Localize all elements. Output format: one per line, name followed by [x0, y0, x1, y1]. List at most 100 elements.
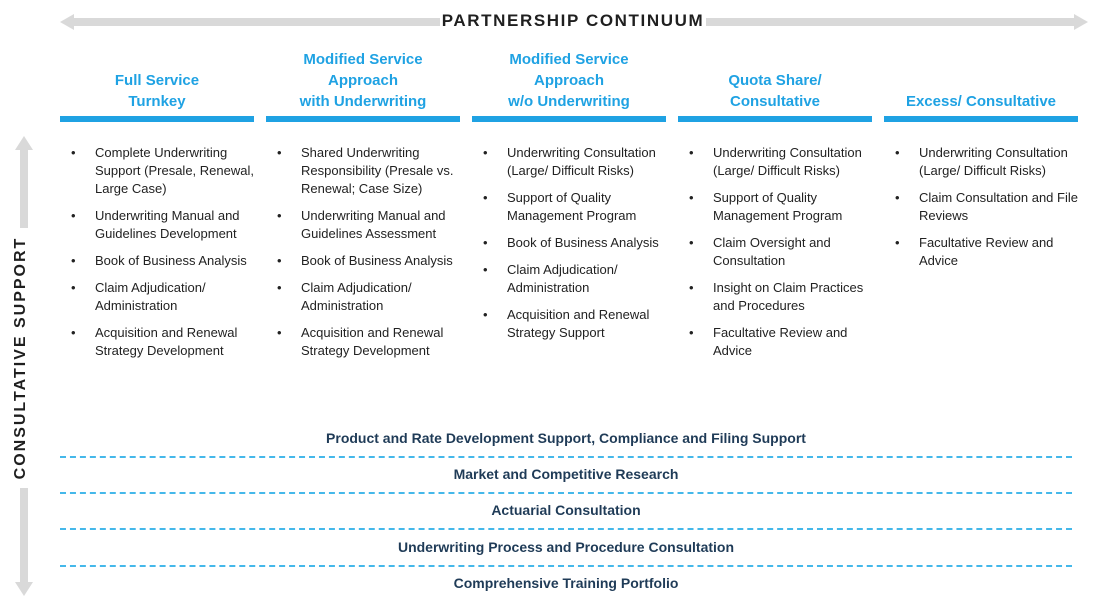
heading-line: Approach — [533, 72, 604, 89]
item-text: Underwriting Consultation (Large/ Diffic… — [507, 145, 656, 178]
band-underwriting-process: Underwriting Process and Procedure Consu… — [397, 539, 735, 555]
bullet-icon: • — [71, 208, 76, 223]
heading-line: Turnkey — [128, 93, 186, 110]
item-text: Facultative Review and Advice — [919, 235, 1054, 268]
list-item: • Underwriting Consultation (Large/ Diffi… — [678, 144, 872, 180]
list-item: • Support of Quality Management Program — [472, 189, 666, 225]
heading-line: Excess/ Consultative — [905, 93, 1057, 110]
item-text: Underwriting Manual and Guidelines Asses… — [301, 208, 446, 241]
item-text: Claim Consultation and File Reviews — [919, 190, 1078, 223]
item-text: Claim Adjudication/ Administration — [95, 280, 206, 313]
bullet-icon: • — [895, 235, 900, 250]
item-text: Underwriting Consultation (Large/ Diffic… — [919, 145, 1068, 178]
column-heading: Modified Service Approach with Underwrit… — [266, 40, 460, 116]
bullet-icon: • — [689, 145, 694, 160]
list-item: • Underwriting Manual and Guidelines Asse… — [266, 207, 460, 243]
heading-line: with Underwriting — [299, 93, 427, 110]
item-text: Claim Oversight and Consultation — [713, 235, 831, 268]
column-full-service-turnkey: Full Service Turnkey • Complete Underwrit… — [60, 40, 254, 369]
column-modified-with-underwriting: Modified Service Approach with Underwrit… — [266, 40, 460, 369]
service-list: • Complete Underwriting Support (Presale,… — [60, 144, 254, 360]
list-item: • Claim Oversight and Consultation — [678, 234, 872, 270]
bullet-icon: • — [895, 190, 900, 205]
list-item: • Facultative Review and Advice — [678, 324, 872, 360]
item-text: Facultative Review and Advice — [713, 325, 848, 358]
list-item: •Insight on Claim Practices and Procedur… — [678, 279, 872, 315]
item-text: Acquisition and Renewal Strategy Support — [507, 307, 650, 340]
list-item: • Underwriting Manual and Guidelines Deve… — [60, 207, 254, 243]
consultative-support-label: CONSULTATIVE SUPPORT — [10, 228, 32, 488]
list-item: •Acquisition and Renewal Strategy Develo… — [60, 324, 254, 360]
column-modified-without-underwriting: Modified Service Approach w/o Underwriti… — [472, 40, 666, 351]
bullet-icon: • — [689, 280, 694, 295]
item-text: Claim Adjudication/ Administration — [301, 280, 412, 313]
band-product-rate-development: Product and Rate Development Support, Co… — [326, 430, 806, 446]
band-divider — [60, 492, 1072, 494]
item-text: Support of Quality Management Program — [507, 190, 637, 223]
item-text: Book of Business Analysis — [95, 253, 247, 268]
list-item: •Claim Adjudication/ Administration — [472, 261, 666, 297]
list-item: • Shared Underwriting Responsibility (Pre… — [266, 144, 460, 198]
heading-line: Approach — [327, 72, 398, 89]
item-text: Complete Underwriting Support (Presale, … — [95, 145, 254, 196]
bullet-icon: • — [689, 235, 694, 250]
service-list: • Underwriting Consultation (Large/ Diffi… — [678, 144, 872, 360]
band-training-portfolio: Comprehensive Training Portfolio — [453, 575, 679, 591]
list-item: • Underwriting Consultation (Large/ Diffi… — [472, 144, 666, 180]
list-item: • Claim Consultation and File Reviews — [884, 189, 1078, 225]
band-divider — [60, 565, 1072, 567]
band-divider — [60, 456, 1072, 458]
bullet-icon: • — [277, 253, 282, 268]
bullet-icon: • — [277, 280, 282, 295]
item-text: Acquisition and Renewal Strategy Develop… — [95, 325, 238, 358]
item-text: Book of Business Analysis — [507, 235, 659, 250]
bullet-icon: • — [483, 235, 488, 250]
list-item: • Book of Business Analysis — [60, 252, 254, 270]
column-heading: Quota Share/ Consultative — [678, 40, 872, 116]
service-list: • Shared Underwriting Responsibility (Pre… — [266, 144, 460, 360]
heading-rule — [266, 116, 460, 122]
bullet-icon: • — [277, 208, 282, 223]
service-list: • Underwriting Consultation (Large/ Diffi… — [472, 144, 666, 342]
heading-rule — [884, 116, 1078, 122]
bullet-icon: • — [689, 325, 694, 340]
column-heading: Modified Service Approach w/o Underwriti… — [472, 40, 666, 116]
bullet-icon: • — [483, 145, 488, 160]
item-text: Claim Adjudication/ Administration — [507, 262, 618, 295]
continuum-title: PARTNERSHIP CONTINUUM — [440, 10, 706, 32]
item-text: Underwriting Manual and Guidelines Devel… — [95, 208, 240, 241]
bullet-icon: • — [689, 190, 694, 205]
item-text: Shared Underwriting Responsibility (Pres… — [301, 145, 454, 196]
bullet-icon: • — [277, 145, 282, 160]
bullet-icon: • — [71, 145, 76, 160]
list-item: • Claim Adjudication/ Administration — [60, 279, 254, 315]
heading-line: Modified Service — [303, 51, 423, 68]
column-excess-consultative: Excess/ Consultative • Underwriting Consu… — [884, 40, 1078, 279]
list-item: • Facultative Review and Advice — [884, 234, 1078, 270]
list-item: • Book of Business Analysis — [266, 252, 460, 270]
band-actuarial-consultation: Actuarial Consultation — [491, 502, 641, 518]
heading-line: Quota Share/ — [728, 72, 822, 89]
item-text: Support of Quality Management Program — [713, 190, 843, 223]
heading-rule — [60, 116, 254, 122]
heading-rule — [472, 116, 666, 122]
item-text: Book of Business Analysis — [301, 253, 453, 268]
list-item: • Claim Adjudication/ Administration — [266, 279, 460, 315]
column-quota-share: Quota Share/ Consultative • Underwriting … — [678, 40, 872, 369]
bullet-icon: • — [483, 307, 488, 322]
list-item: • Support of Quality Management Program — [678, 189, 872, 225]
heading-line: Full Service — [114, 72, 200, 89]
bullet-icon: • — [277, 325, 282, 340]
item-text: Underwriting Consultation (Large/ Diffic… — [713, 145, 862, 178]
list-item: • Acquisition and Renewal Strategy Suppor… — [472, 306, 666, 342]
bullet-icon: • — [895, 145, 900, 160]
column-heading: Full Service Turnkey — [60, 40, 254, 116]
list-item: • Book of Business Analysis — [472, 234, 666, 252]
heading-line: w/o Underwriting — [508, 93, 630, 110]
bullet-icon: • — [483, 190, 488, 205]
list-item: • Complete Underwriting Support (Presale,… — [60, 144, 254, 198]
heading-line: Consultative — [729, 93, 820, 110]
heading-rule — [678, 116, 872, 122]
bullet-icon: • — [71, 280, 76, 295]
bullet-icon: • — [71, 253, 76, 268]
